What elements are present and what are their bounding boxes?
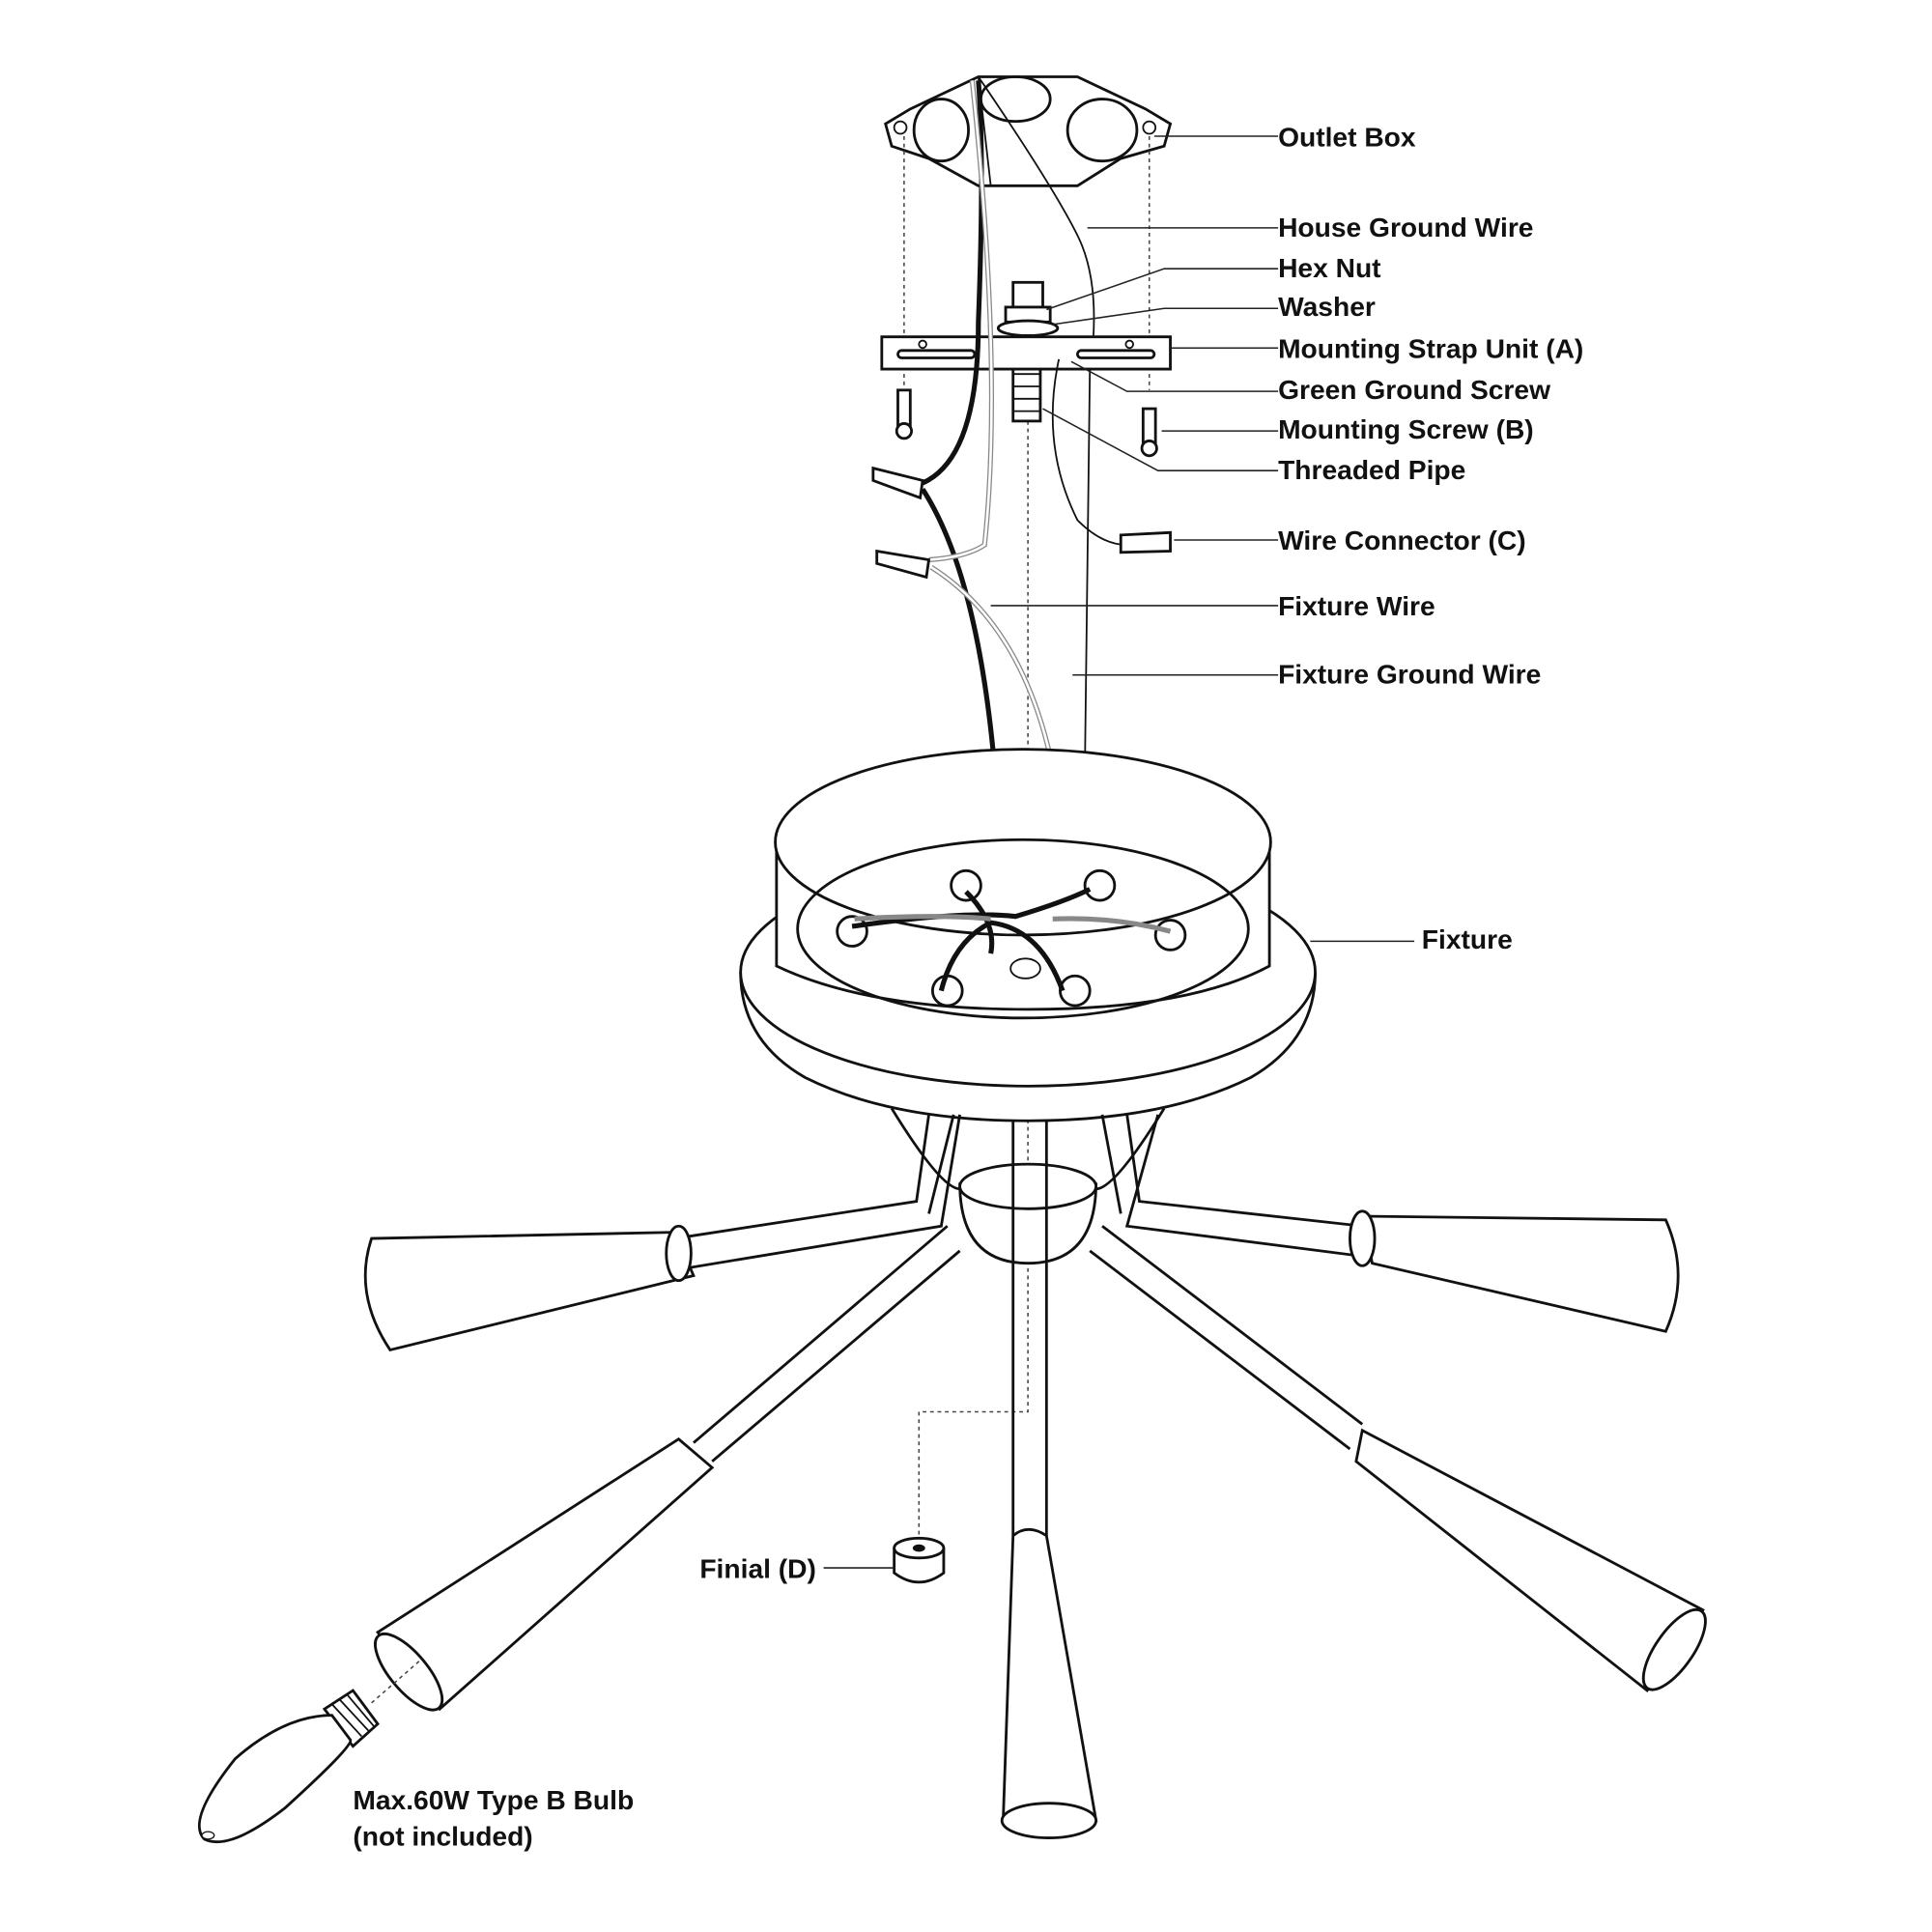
- label-fixture-ground-wire: Fixture Ground Wire: [1278, 659, 1541, 690]
- label-mounting-strap: Mounting Strap Unit (A): [1278, 333, 1583, 364]
- label-house-ground-wire: House Ground Wire: [1278, 212, 1533, 242]
- light-bulb: [197, 1659, 422, 1844]
- label-fixture-wire: Fixture Wire: [1278, 590, 1435, 621]
- callout-labels: Outlet Box House Ground Wire Hex Nut Was…: [353, 121, 1583, 1851]
- shades: [363, 1209, 1707, 1839]
- label-fixture: Fixture: [1422, 923, 1513, 954]
- leader-lines: [823, 135, 1415, 1569]
- fixture-canopy: [739, 748, 1317, 1122]
- fixture-hub: [890, 1107, 1166, 1536]
- label-threaded-pipe: Threaded Pipe: [1278, 454, 1465, 485]
- arm-sockets: [836, 868, 1187, 1008]
- label-bulb-note: (not included): [353, 1820, 532, 1851]
- mounting-screws: [895, 388, 1158, 458]
- label-finial: Finial (D): [699, 1552, 816, 1583]
- label-outlet-box: Outlet Box: [1278, 121, 1416, 152]
- label-washer: Washer: [1278, 291, 1376, 322]
- label-hex-nut: Hex Nut: [1278, 252, 1381, 283]
- label-wire-connector: Wire Connector (C): [1278, 525, 1526, 555]
- fixture-arms: [674, 1114, 1369, 1463]
- mounting-strap: [880, 335, 1172, 371]
- label-green-ground-screw: Green Ground Screw: [1278, 374, 1550, 405]
- label-bulb: Max.60W Type B Bulb: [353, 1784, 634, 1815]
- finial: [893, 1536, 946, 1584]
- label-mounting-screw: Mounting Screw (B): [1278, 413, 1534, 444]
- outlet-box: [884, 75, 1173, 867]
- wire-connectors: [871, 466, 1172, 580]
